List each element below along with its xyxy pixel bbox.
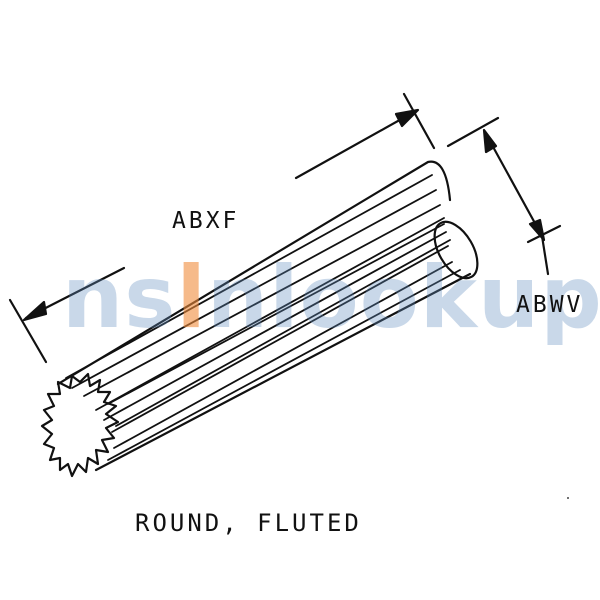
diameter-leader xyxy=(540,234,550,276)
length-extension-left xyxy=(8,298,48,364)
diameter-extension-top xyxy=(446,116,500,148)
rod-flutes xyxy=(65,174,461,461)
diameter-dimension-line xyxy=(484,132,544,238)
fluted-cross-section xyxy=(40,372,120,478)
length-arrow-left xyxy=(22,300,48,322)
diameter-arrow-top xyxy=(482,128,498,154)
shape-caption: ROUND, FLUTED xyxy=(135,509,362,537)
length-extension-right xyxy=(402,92,436,150)
length-label: ABXF xyxy=(172,208,240,234)
diameter-label: ABWV xyxy=(516,292,584,318)
speck-mark xyxy=(567,497,569,499)
length-arrow-right xyxy=(394,108,420,128)
rod-top-edge xyxy=(56,160,452,386)
rod-bottom-edge xyxy=(94,272,472,472)
rod-far-end xyxy=(433,220,479,280)
length-dimension-line-right xyxy=(294,110,416,180)
diameter-arrow-bottom xyxy=(528,218,546,242)
diameter-extension-bottom xyxy=(526,224,562,244)
